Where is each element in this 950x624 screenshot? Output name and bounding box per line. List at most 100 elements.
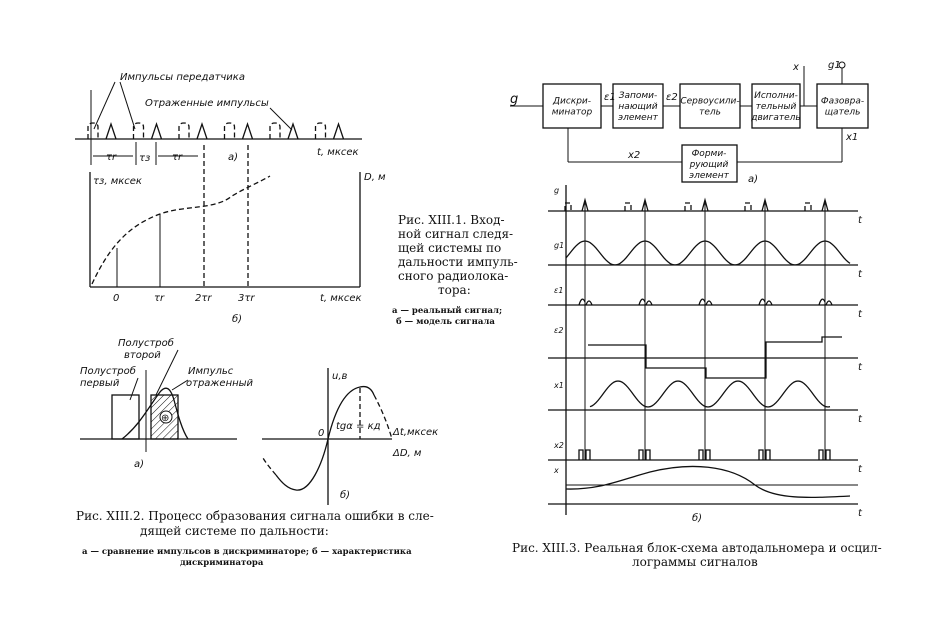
fig3-block-diagram: g ε1 ε2 x g1 x1 x2 а) Дискри-минатор Запо…: [510, 60, 869, 185]
caption-line: Рис. XIII.3. Реальная блок-схема автодал…: [512, 541, 882, 555]
caption-sub: б — модель сигнала: [396, 316, 495, 327]
caption-line: дящей системе по дальности:: [140, 524, 329, 538]
slope-label: tgα = кд: [336, 421, 381, 432]
fig3-caption: Рис. XIII.3. Реальная блок-схема автодал…: [512, 541, 882, 569]
e1-trace: [818, 298, 833, 306]
fig2-caption: Рис. XIII.2. Процесс образования сигнала…: [76, 509, 434, 568]
e2-label: ε2: [666, 92, 678, 103]
tick-label: 0: [113, 293, 119, 304]
x2-label: x2: [627, 150, 640, 161]
former-block-label: Форми-: [692, 149, 727, 159]
x2-trace: [758, 449, 771, 460]
e1-trace: [758, 298, 773, 306]
tick-label: τr: [154, 293, 165, 304]
strobe1-label: Полустроб: [80, 365, 136, 377]
fig1-b: τз, мксек D, м 0 τr 2τr 3τr t, мксек б): [89, 172, 386, 325]
label-transmitter-pulses: Импульсы передатчика: [120, 72, 245, 83]
gate-pulse: [684, 202, 692, 211]
t-label: t: [858, 215, 863, 226]
fig1-caption: Рис. XIII.1. Вход- ной сигнал следя- щей…: [392, 213, 518, 327]
part-b-label: б): [692, 512, 702, 524]
block-label: тельный: [756, 102, 797, 112]
x1-label: x1: [845, 132, 858, 143]
part-a-label: а): [228, 152, 238, 163]
input-g-label: g: [510, 92, 518, 107]
x2-trace: [818, 449, 831, 460]
caption-line: Рис. XIII.1. Вход-: [398, 213, 505, 227]
pulse-label: отраженный: [186, 378, 254, 389]
caption-line: ной сигнал следя-: [398, 227, 513, 241]
part-b-label: б): [232, 313, 242, 325]
former-block-label: рующий: [689, 160, 729, 170]
transmitter-pulse: [87, 122, 99, 139]
gate-pulse: [804, 202, 812, 211]
signal-pulse: [581, 197, 589, 212]
x-output-label: x: [792, 62, 799, 73]
caption-sub: дискриминатора: [180, 558, 264, 568]
e1-label: ε1: [604, 92, 616, 103]
fig1-a: Импульсы передатчика Отраженные импульсы…: [75, 72, 362, 287]
tau-r-label: τr: [172, 152, 183, 163]
fig2-b: u,в 0 tgα = кд Δt,мксек ΔD, м б): [262, 368, 438, 505]
y-axis-label: τз, мксек: [93, 176, 142, 187]
transmitter-pulse: [223, 122, 236, 139]
block-label: Дискри-: [552, 97, 591, 107]
caption-line: щей системы по: [398, 241, 501, 255]
reflected-pulse: [241, 121, 254, 140]
t-label: t: [858, 362, 863, 373]
tick-label: 3τr: [238, 293, 255, 304]
t-label: t: [858, 269, 863, 280]
tick-label: 2τr: [195, 293, 212, 304]
part-a-label: а): [134, 459, 144, 470]
signal-pulse: [821, 197, 829, 212]
strobe1-label: первый: [80, 378, 120, 389]
block-label: элемент: [618, 113, 658, 123]
x2-trace: [698, 449, 711, 460]
former-block-label: элемент: [689, 171, 729, 181]
trace-label: x2: [553, 441, 564, 450]
block-label: щатель: [825, 108, 861, 118]
caption-sub: а — сравнение импульсов в дискриминаторе…: [82, 546, 412, 557]
t-label: t: [858, 508, 863, 519]
t-label: t: [858, 464, 863, 475]
fig2-a: ⊕ Полустроб второй Полустроб первый Импу…: [80, 337, 254, 470]
part-b-label: б): [340, 489, 350, 501]
g1-trace: [565, 240, 851, 266]
transmitter-pulse: [314, 122, 327, 139]
x1-trace: [589, 380, 831, 408]
caption-line: тора:: [438, 283, 471, 297]
trace-label: ε2: [554, 326, 563, 335]
reflected-pulse: [332, 121, 345, 140]
u-axis-label: u,в: [332, 371, 348, 382]
trace-label: x: [553, 466, 559, 475]
part-a-label: а): [748, 174, 758, 185]
trace-label: g1: [554, 241, 564, 250]
block-label: Исполни-: [754, 91, 798, 101]
block-label: минатор: [552, 108, 593, 118]
trace-label: ε1: [554, 286, 563, 295]
signal-pulse: [701, 197, 709, 212]
label-reflected-pulses: Отраженные импульсы: [145, 98, 269, 109]
caption-line: лограммы сигналов: [632, 555, 758, 569]
x2-trace: [638, 449, 651, 460]
signal-pulse: [761, 197, 769, 212]
x-trace: [565, 465, 851, 499]
gate-pulse: [624, 202, 632, 211]
block-label: Запоми-: [619, 91, 658, 101]
signal-pulse: [641, 197, 649, 212]
gate-pulse: [564, 202, 572, 211]
dt-axis-label: Δt,мксек: [392, 427, 438, 438]
caption-line: Рис. XIII.2. Процесс образования сигнала…: [76, 509, 434, 523]
trace-label: x1: [553, 381, 564, 390]
t-axis-label: t, мксек: [320, 293, 362, 304]
caption-line: дальности импуль-: [398, 255, 518, 269]
e1-trace: [578, 298, 593, 306]
block-label: тель: [699, 108, 721, 118]
pulse-label: Импульс: [188, 366, 234, 377]
g1-label: g1: [828, 60, 841, 71]
t-label: t: [858, 309, 863, 320]
strobe2-label: второй: [124, 350, 161, 361]
block-label: Фазовра-: [821, 97, 864, 107]
